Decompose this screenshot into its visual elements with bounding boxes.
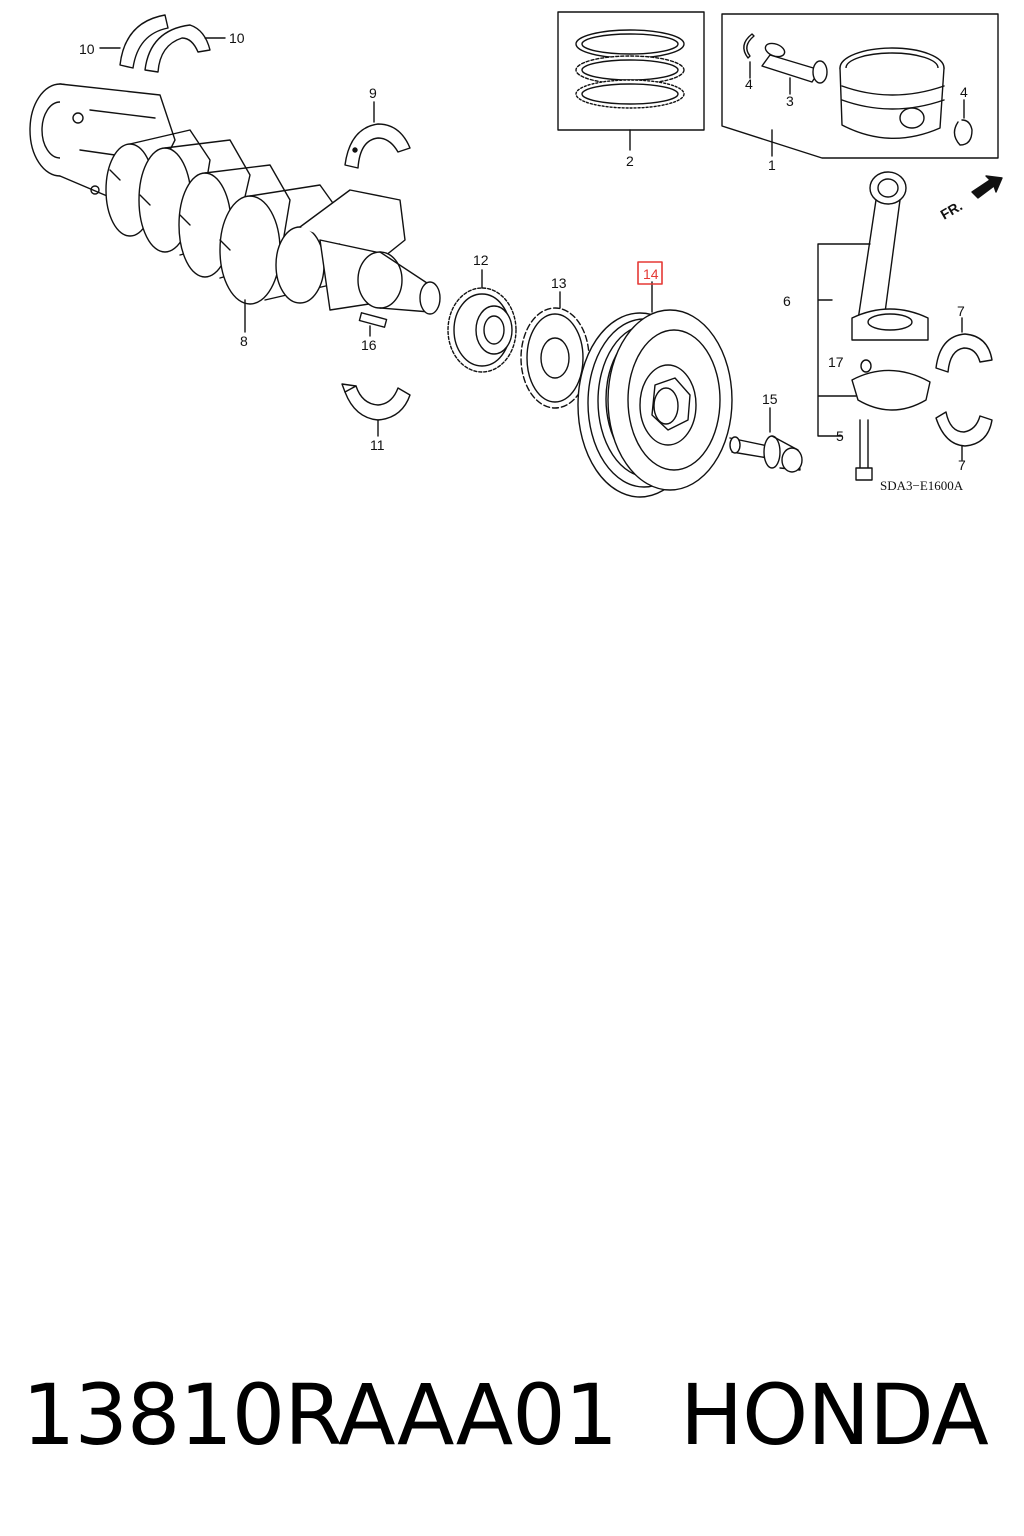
connecting-rod [851, 171, 931, 481]
thrust-washers [119, 14, 211, 73]
callout-11: 11 [370, 437, 385, 453]
callout-17: 17 [828, 354, 844, 370]
callout-2: 2 [626, 153, 634, 169]
callout-3: 3 [786, 93, 794, 109]
callout-14: 14 [643, 266, 659, 282]
callout-13: 13 [551, 275, 567, 291]
piston-set [743, 33, 973, 146]
parts-diagram: 1 2 3 4 4 5 6 7 7 8 9 10 10 11 12 13 14 … [29, 11, 1003, 498]
brand-name: HONDA [680, 1366, 989, 1464]
callout-5: 5 [836, 428, 844, 444]
rod-bearing-lower [935, 411, 993, 447]
callout-12: 12 [473, 252, 489, 268]
highlight-box-14 [637, 261, 663, 285]
callout-9: 9 [369, 85, 377, 101]
callout-15: 15 [762, 391, 778, 407]
front-label: FR. [938, 197, 966, 222]
crank-pulser-plate [520, 307, 590, 409]
lower-main-bearing [341, 383, 411, 421]
callout-6: 6 [783, 293, 791, 309]
upper-main-bearing [344, 123, 411, 169]
callout-4a: 4 [745, 76, 753, 92]
callout-10a: 10 [79, 41, 95, 57]
diagram-code: SDA3−E1600A [880, 478, 964, 493]
woodruff-key [358, 312, 388, 328]
callout-10b: 10 [229, 30, 245, 46]
rod-bearing-upper [935, 333, 993, 373]
part-number: 13810RAAA01 [22, 1366, 618, 1464]
timing-gear [447, 287, 517, 373]
pulley-bolt [729, 435, 803, 473]
piston-rings [575, 29, 685, 109]
callout-7a: 7 [957, 303, 965, 319]
crankshaft [29, 83, 441, 315]
callout-16: 16 [361, 337, 377, 353]
callout-7b: 7 [958, 457, 966, 473]
footer: 13810RAAA01 HONDA [0, 1360, 1024, 1470]
front-arrow-icon [971, 175, 1003, 199]
callout-4b: 4 [960, 84, 968, 100]
callout-1: 1 [768, 157, 776, 173]
crankshaft-pulley [577, 309, 733, 498]
callout-8: 8 [240, 333, 248, 349]
